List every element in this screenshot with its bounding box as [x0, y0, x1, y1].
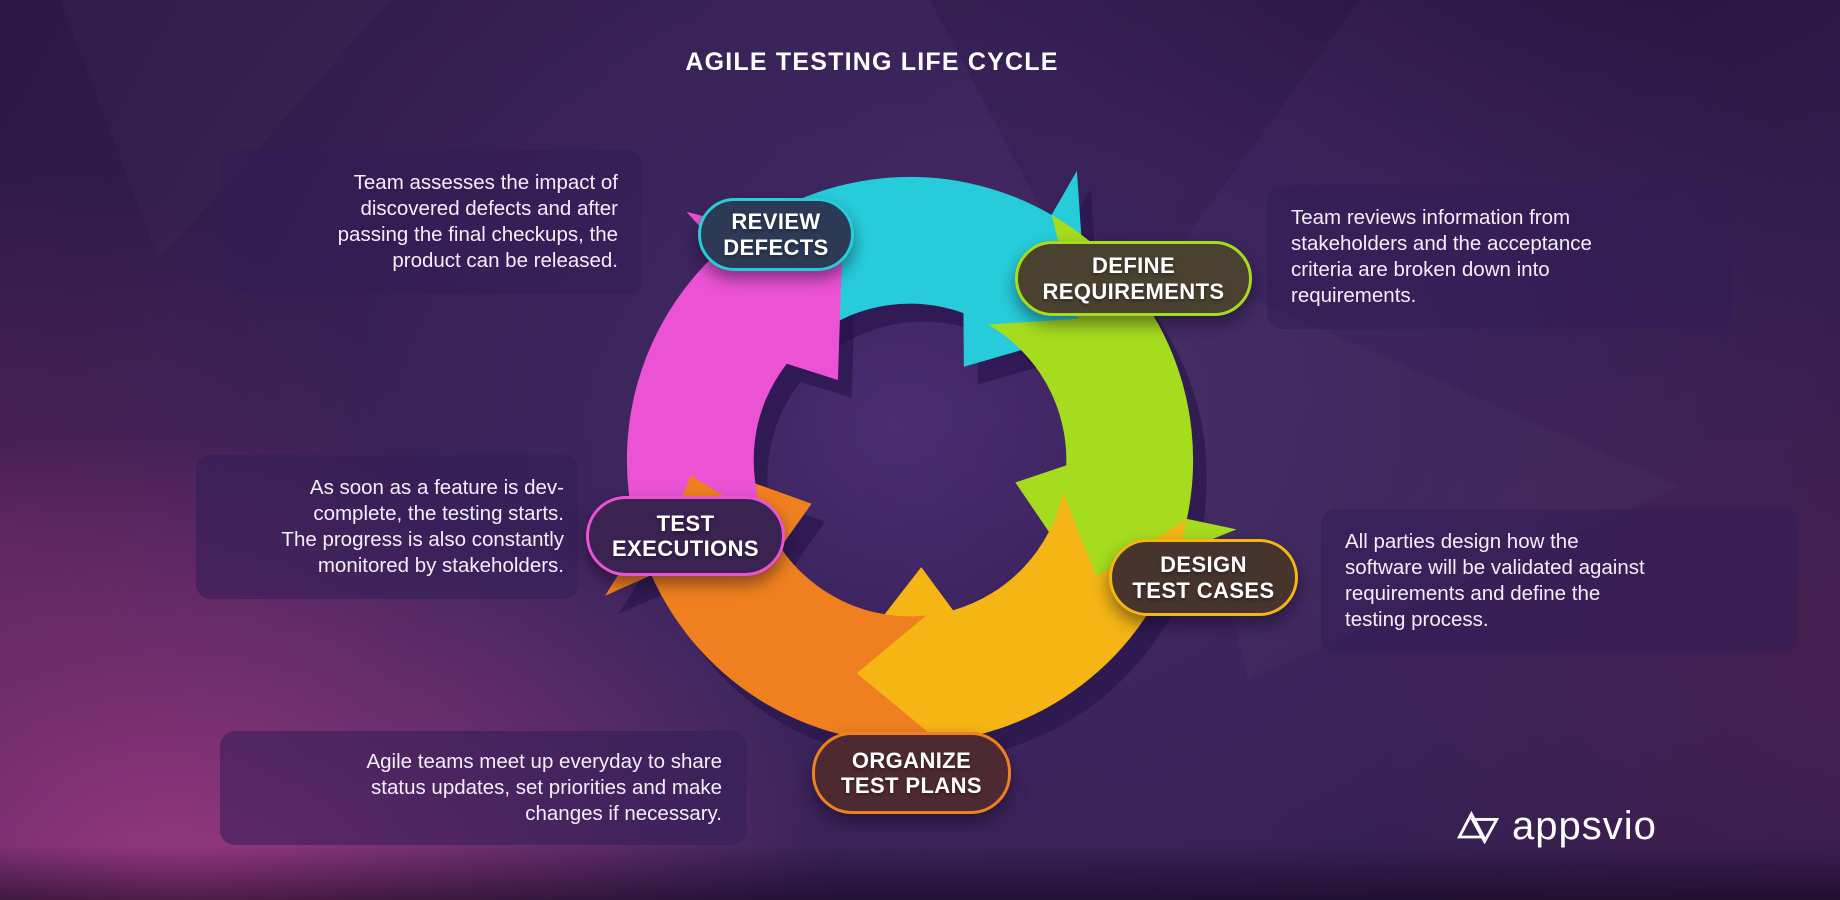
step-pill-label: ORGANIZE TEST PLANS — [841, 747, 982, 798]
step-pill-label: TEST EXECUTIONS — [611, 510, 760, 561]
page-title: AGILE TESTING LIFE CYCLE — [685, 48, 1059, 76]
description-review-defects: Team assesses the impact of discovered d… — [222, 150, 642, 295]
description-test-executions: As soon as a feature is dev- complete, t… — [196, 455, 578, 600]
description-text: Team assesses the impact of discovered d… — [337, 171, 618, 273]
description-text: All parties design how the software will… — [1345, 530, 1645, 632]
step-pill-design-test-cases: DESIGN TEST CASES — [1109, 539, 1298, 616]
description-design-test-cases: All parties design how the software will… — [1321, 509, 1797, 654]
description-text: Agile teams meet up everyday to share st… — [366, 750, 722, 826]
step-pill-label: DESIGN TEST CASES — [1132, 552, 1275, 603]
description-text: Team reviews information from stakeholde… — [1291, 206, 1592, 308]
brand-logo: appsvio — [1456, 806, 1657, 846]
step-pill-organize-test-plans: ORGANIZE TEST PLANS — [812, 732, 1011, 814]
step-pill-label: REVIEW DEFECTS — [723, 209, 829, 260]
cycle-diagram — [576, 170, 1254, 824]
step-pill-review-defects: REVIEW DEFECTS — [698, 198, 854, 271]
bottom-vignette — [0, 845, 1840, 900]
description-define-requirements: Team reviews information from stakeholde… — [1267, 185, 1733, 330]
step-pill-label: DEFINE REQUIREMENTS — [1042, 253, 1225, 304]
brand-logo-text: appsvio — [1512, 804, 1657, 848]
step-pill-define-requirements: DEFINE REQUIREMENTS — [1015, 241, 1252, 316]
step-pill-test-executions: TEST EXECUTIONS — [586, 496, 785, 576]
description-organize-test-plans: Agile teams meet up everyday to share st… — [220, 731, 746, 846]
description-text: As soon as a feature is dev- complete, t… — [281, 476, 564, 578]
interlocked-triangles-icon — [1456, 810, 1500, 844]
